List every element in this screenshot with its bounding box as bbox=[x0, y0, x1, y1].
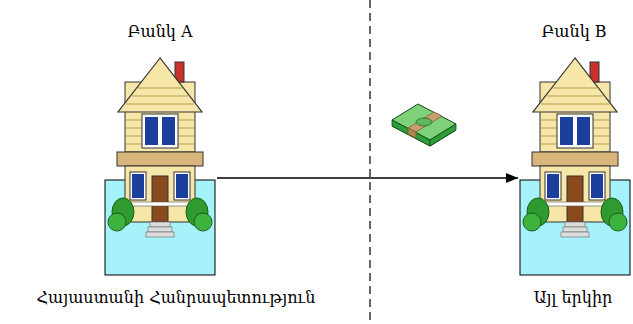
house-icon bbox=[105, 58, 215, 275]
region-label: Այլ երկիր bbox=[534, 288, 613, 308]
border-line bbox=[369, 0, 370, 324]
money-bundle bbox=[392, 104, 456, 146]
house-icon bbox=[520, 58, 630, 275]
bank-name: Բանկ A bbox=[103, 22, 217, 42]
bank-house: Բանկ A bbox=[103, 22, 217, 280]
bank-house: Բանկ B bbox=[518, 22, 630, 280]
transfer-arrow bbox=[217, 177, 518, 179]
bank-name: Բանկ B bbox=[518, 22, 630, 42]
region-label: Հայաստանի Հանրապետություն bbox=[37, 288, 316, 308]
